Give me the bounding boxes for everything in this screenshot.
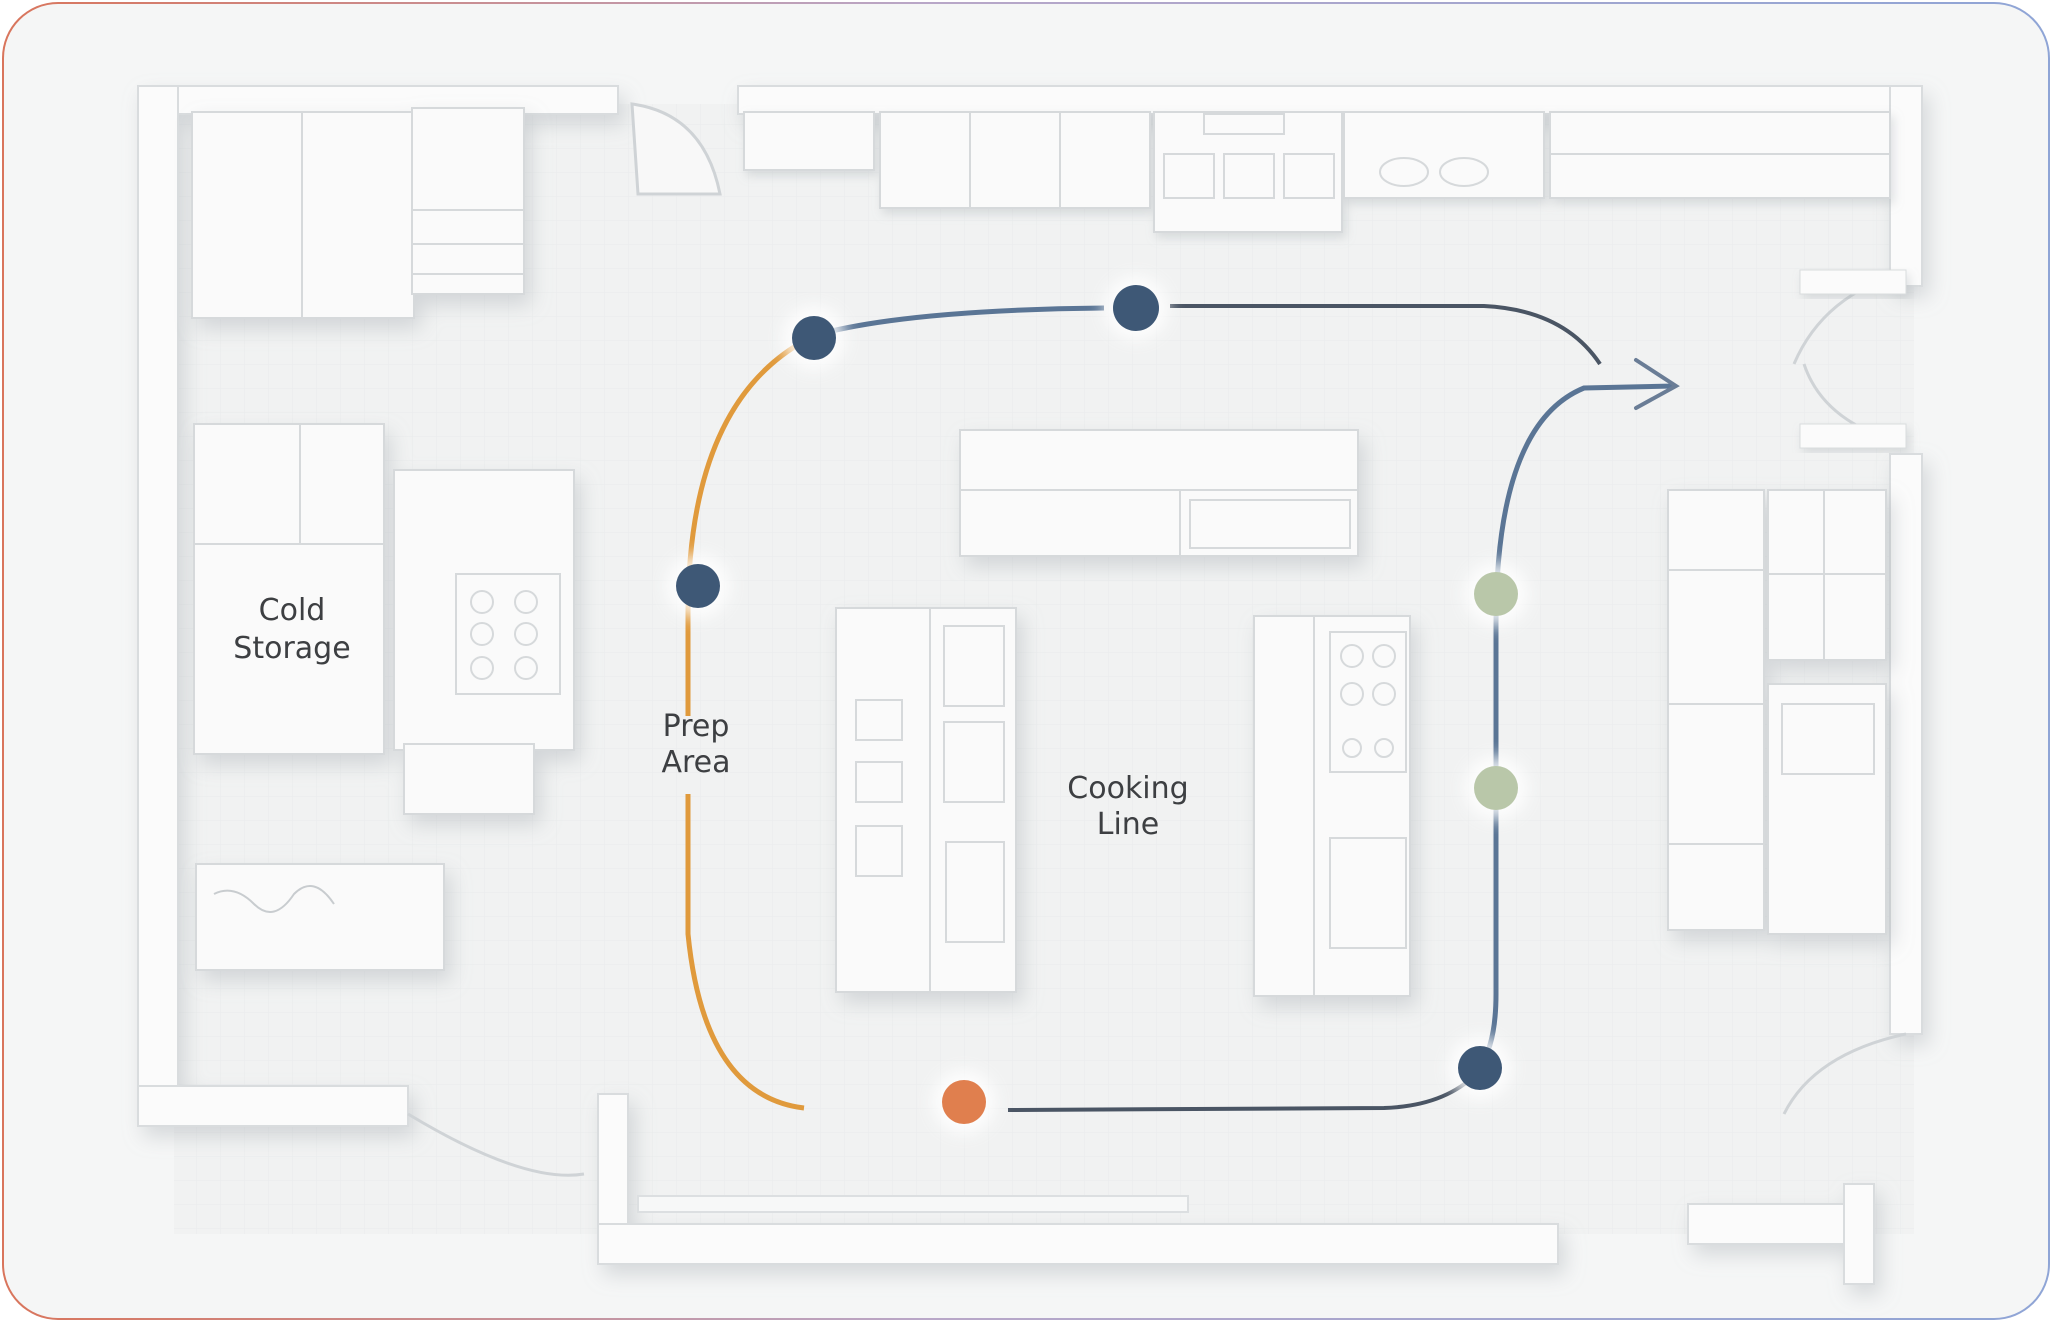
doors bbox=[407, 102, 1907, 1177]
wall-corner-right bbox=[1843, 1183, 1875, 1285]
right-shelving bbox=[1667, 489, 1765, 931]
wall-top-right bbox=[737, 85, 1919, 115]
door-bottom-left-arc bbox=[407, 1112, 585, 1177]
wall-bottom-right bbox=[1687, 1203, 1849, 1245]
node-cooking-upper bbox=[1474, 572, 1518, 616]
small-shelf bbox=[403, 743, 535, 815]
shelving-unit bbox=[411, 107, 525, 295]
wall-right-mid bbox=[1889, 453, 1923, 1035]
sink-bowl-3 bbox=[1283, 153, 1335, 199]
flow-path-top-right bbox=[1170, 304, 1602, 366]
door-panel-right-upper bbox=[1799, 269, 1907, 295]
sink-bowl-2 bbox=[1223, 153, 1275, 199]
node-cooking-lower bbox=[1474, 766, 1518, 810]
grill bbox=[945, 841, 1005, 943]
exit-arrow-icon bbox=[1634, 358, 1680, 410]
bottom-counter bbox=[637, 1195, 1189, 1213]
wall-bottom bbox=[597, 1223, 1559, 1265]
wall-bottom-left bbox=[137, 1085, 409, 1127]
door-right-bottom-arc bbox=[1782, 1032, 1907, 1115]
faucet bbox=[1203, 113, 1285, 135]
islands bbox=[835, 607, 1411, 997]
bowl bbox=[1439, 157, 1489, 187]
center-counter bbox=[959, 429, 1359, 557]
sink-bowl-1 bbox=[1163, 153, 1215, 199]
label-cold-storage-line2: Storage bbox=[233, 631, 350, 666]
counter-top-1 bbox=[743, 111, 875, 171]
cold-storage-details bbox=[194, 112, 561, 913]
wall-right-top bbox=[1889, 85, 1923, 287]
ice-bin-counter bbox=[393, 469, 575, 751]
top-counter-details bbox=[969, 112, 1890, 208]
utility-counter bbox=[195, 863, 445, 971]
counter-top-2 bbox=[1343, 111, 1545, 199]
right-cabinet bbox=[1767, 683, 1887, 935]
sink-unit bbox=[1153, 111, 1343, 233]
node-prep-start bbox=[792, 316, 836, 360]
zone-labels: Cold Storage Prep Area Cooking Line bbox=[233, 593, 1188, 842]
prep-island bbox=[835, 607, 1017, 993]
door-panel-right-lower bbox=[1799, 423, 1907, 449]
label-prep-area-line2: Area bbox=[661, 745, 730, 780]
flow-nodes bbox=[666, 276, 1528, 1134]
wall-left bbox=[137, 85, 179, 1117]
right-storage bbox=[1667, 489, 1887, 935]
label-cooking-line-line2: Line bbox=[1097, 807, 1160, 842]
node-prep bbox=[676, 564, 720, 608]
door-top bbox=[630, 102, 722, 196]
cabinet-top bbox=[879, 111, 1151, 209]
node-start bbox=[942, 1080, 986, 1124]
wall-top-left bbox=[137, 85, 619, 115]
walls bbox=[137, 85, 1923, 1285]
node-bottom-right bbox=[1458, 1046, 1502, 1090]
label-cooking-line-line1: Cooking bbox=[1067, 771, 1188, 806]
island-details bbox=[855, 608, 1407, 996]
cold-storage-units bbox=[191, 107, 575, 971]
prep-counter bbox=[959, 429, 1359, 557]
range-burners bbox=[1329, 837, 1407, 949]
node-top bbox=[1113, 285, 1159, 331]
center-counter-details bbox=[960, 489, 1358, 556]
label-cold-storage-line1: Cold bbox=[259, 593, 326, 628]
kitchen-floor-plan: Cold Storage Prep Area Cooking Line bbox=[137, 85, 1923, 1285]
label-prep-area-line1: Prep bbox=[663, 709, 730, 744]
cold-storage-unit bbox=[193, 423, 385, 755]
ice-bin bbox=[455, 573, 561, 695]
cooking-island bbox=[1253, 615, 1411, 997]
stovetop bbox=[1329, 631, 1407, 773]
right-storage-details bbox=[1668, 490, 1886, 845]
bowl bbox=[1379, 157, 1429, 187]
